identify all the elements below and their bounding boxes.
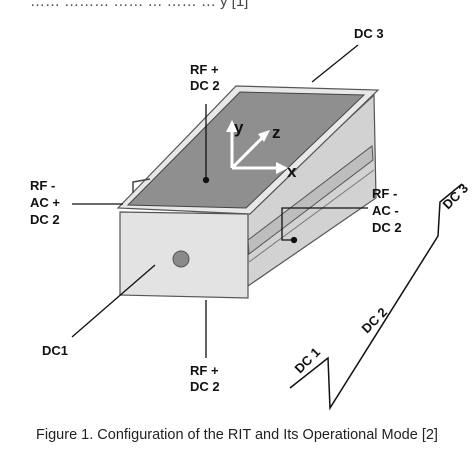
- label-rf-ac-left-line2: AC +: [30, 195, 60, 210]
- z-axis-arrow: [230, 134, 266, 170]
- axis-label-x: x: [287, 162, 297, 181]
- label-dc3-top: DC 3: [354, 26, 384, 41]
- label-rf-ac-left-line1: RF -: [30, 178, 55, 193]
- front-face-hole: [172, 250, 190, 268]
- label-rf-ac-right-line1: RF -: [372, 186, 397, 201]
- rit-trap-box: [116, 85, 380, 299]
- right-rail-upper: [247, 145, 374, 255]
- leader-dc1: [71, 264, 156, 338]
- left-electrode-tab: [132, 178, 151, 193]
- label-rf-dc2-top-line1: RF +: [190, 62, 219, 77]
- label-dc1: DC1: [42, 343, 68, 358]
- label-rf-ac-right-line2: AC -: [372, 203, 399, 218]
- right-rail-line: [248, 169, 375, 263]
- leader-rf-ac-right-dot: [290, 236, 298, 244]
- waveform-label-dc3: DC 3: [440, 181, 472, 213]
- label-rf-dc2-bottom-line2: DC 2: [190, 379, 220, 394]
- label-rf-dc2-top-line2: DC 2: [190, 78, 220, 93]
- leader-dc3: [311, 44, 359, 83]
- figure-caption: Figure 1. Configuration of the RIT and I…: [36, 427, 438, 443]
- x-axis-head: [276, 162, 288, 174]
- leader-rf-ac-right: [281, 207, 368, 241]
- waveform-label-dc1: DC 1: [292, 345, 324, 377]
- coordinate-axes: [226, 120, 288, 174]
- axis-label-z: z: [272, 123, 281, 142]
- leader-lines: [71, 44, 368, 358]
- axis-label-y: y: [234, 118, 244, 137]
- y-axis-head: [226, 120, 238, 132]
- top-electrode-face: [126, 91, 366, 209]
- z-axis-head: [258, 130, 270, 142]
- cropped-top-text: …… ……… …… … …… … y [1]: [30, 0, 248, 10]
- leader-rf-top-dot: [202, 176, 210, 184]
- operational-waveform: [289, 183, 463, 411]
- label-rf-ac-right-line3: DC 2: [372, 220, 402, 235]
- label-rf-ac-left-line3: DC 2: [30, 212, 60, 227]
- label-rf-dc2-bottom-line1: RF +: [190, 363, 219, 378]
